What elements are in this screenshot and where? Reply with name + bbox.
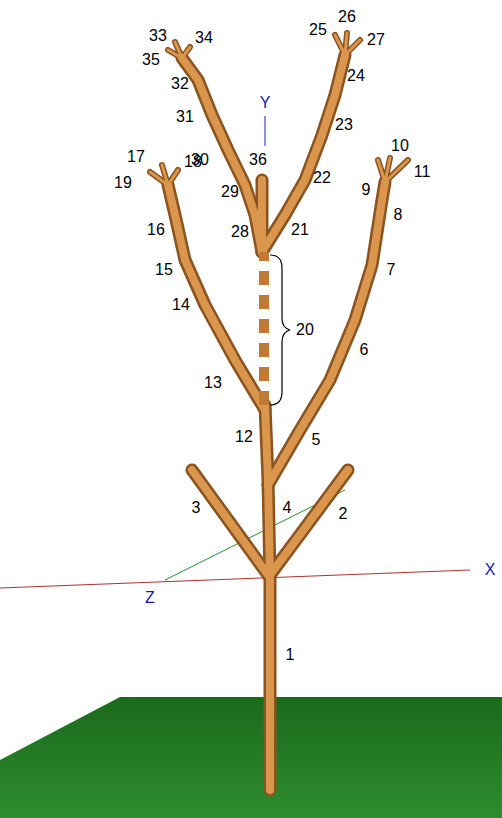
callout-number: 33 [149, 28, 167, 44]
callout-number: 22 [313, 170, 331, 186]
callout-number: 24 [347, 68, 365, 84]
callout-number: 9 [362, 182, 371, 198]
callout-number: 2 [339, 506, 348, 522]
callout-number: 4 [283, 500, 292, 516]
branch-fill [168, 55, 385, 790]
callout-number: 36 [249, 152, 267, 168]
ground-plane [0, 697, 502, 818]
callout-number: 17 [127, 149, 145, 165]
callout-number: 29 [221, 184, 239, 200]
bracket [270, 255, 290, 405]
callout-number: 14 [172, 297, 190, 313]
callout-number: 21 [291, 222, 309, 238]
callout-number: 10 [391, 138, 409, 154]
branch-outline [168, 55, 385, 790]
callout-number: 12 [235, 429, 253, 445]
callout-number: 25 [309, 22, 327, 38]
dashed-segment [259, 252, 269, 405]
y-axis [265, 116, 266, 146]
callout-number: 28 [231, 224, 249, 240]
callout-number: 23 [335, 117, 353, 133]
callout-number: 27 [367, 32, 385, 48]
axis-label: Y [260, 95, 271, 111]
callout-number: 7 [387, 262, 396, 278]
callout-number: 30 [191, 152, 209, 168]
callout-number: 13 [204, 375, 222, 391]
callout-number: 35 [142, 52, 160, 68]
twig-fill [150, 33, 408, 185]
callout-number: 6 [360, 342, 369, 358]
twig-outline [150, 33, 408, 185]
callout-number: 19 [114, 175, 132, 191]
callout-number: 8 [394, 207, 403, 223]
axis-label: X [485, 562, 496, 578]
callout-number: 34 [195, 30, 213, 46]
callout-number: 11 [414, 164, 431, 180]
callout-number: 32 [171, 76, 189, 92]
callout-number: 15 [155, 262, 173, 278]
callout-number: 5 [312, 432, 321, 448]
callout-number: 1 [286, 647, 295, 663]
x-axis [0, 570, 470, 588]
axis-label: Z [145, 590, 155, 606]
callout-number: 3 [192, 500, 201, 516]
callout-number: 26 [338, 9, 356, 25]
tree-branches [150, 33, 408, 790]
callout-number: 20 [296, 322, 314, 338]
callout-number: 16 [147, 222, 165, 238]
callout-number: 31 [176, 109, 194, 125]
